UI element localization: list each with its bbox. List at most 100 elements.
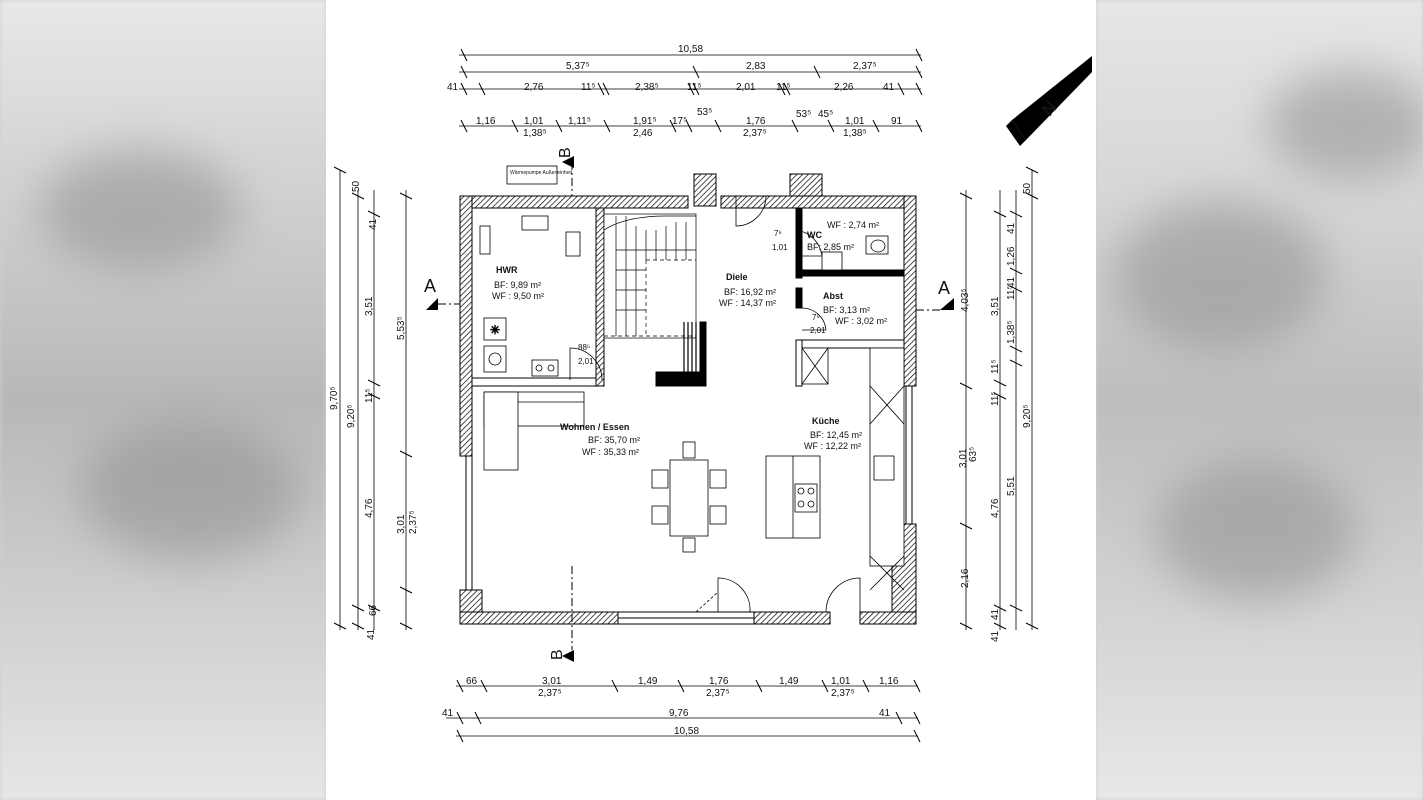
dim-top-r4b-3: 1,38⁵	[843, 128, 867, 139]
dim-right-b-3: 41	[990, 608, 1001, 620]
room-wc-name: WC	[807, 230, 822, 240]
dim-top-r2-2: 2,37⁵	[853, 61, 877, 72]
dim-bottom-r1a-4: 1,49	[779, 676, 799, 687]
dim-top-r4b-2: 2,37⁵	[743, 128, 767, 139]
right-dimensions	[959, 166, 1039, 630]
abst-door-w: 7⁵	[812, 313, 820, 322]
dim-right-b-1: 11⁵	[990, 391, 1001, 406]
dim-top-r2-1: 2,83	[746, 61, 766, 72]
dim-left-a-3: 41	[366, 628, 377, 640]
room-wc-wf: WF : 2,74 m²	[827, 220, 879, 230]
room-wohnen-bf: BF: 35,70 m²	[588, 435, 640, 445]
room-diele-bf: BF: 16,92 m²	[724, 287, 776, 297]
dim-right-c-5: 11⁵	[990, 359, 1001, 374]
dim-bottom-r1a-1: 3,01	[542, 676, 562, 687]
room-kueche: Küche BF: 12,45 m² WF : 12,22 m²	[804, 416, 862, 451]
dim-right-b-0: 3,51	[990, 296, 1001, 316]
section-a-left: A	[424, 276, 436, 296]
dim-top-r3-3: 2,38⁵	[635, 82, 659, 93]
bottom-dimension-labels: 66 3,01 1,49 1,76 1,49 1,01 1,16 2,37⁵ 2…	[442, 676, 899, 737]
dim-top-r4b-1: 2,46	[633, 128, 653, 139]
bottom-dimensions	[446, 679, 921, 743]
dim-top-r4b-0: 1,38⁵	[523, 128, 547, 139]
room-kueche-wf: WF : 12,22 m²	[804, 441, 861, 451]
dim-left-a-0: 50	[351, 180, 362, 192]
background-left	[0, 0, 326, 800]
dim-left-b-0: 9,70⁵	[329, 386, 340, 410]
dim-bottom-r1a-6: 1,16	[879, 676, 899, 687]
room-kueche-bf: BF: 12,45 m²	[810, 430, 862, 440]
heat-pump-label: Wärmepumpe Außeneinheit	[510, 170, 573, 176]
wc-fixtures	[821, 235, 889, 271]
floor-plan-sheet: 10,58 5,37⁵ 2,83 2,37⁵ 41 2,76 11⁵ 2,38⁵…	[326, 0, 1096, 800]
section-b-bottom: B	[549, 649, 566, 660]
top-dimensions	[459, 48, 923, 133]
dim-right-d-0: 50	[1022, 182, 1033, 194]
heat-pump-unit: Wärmepumpe Außeneinheit	[506, 165, 573, 185]
dim-top-r3-0: 41	[447, 82, 459, 93]
right-dimension-labels: 4,03⁵ 3,01 63⁵ 2,16 3,51 11⁵ 4,76 41 41 …	[958, 182, 1033, 642]
room-diele-wf: WF : 14,37 m²	[719, 298, 776, 308]
dim-bottom-total: 10,58	[674, 726, 699, 737]
hwr-appliances: ✳	[479, 215, 581, 377]
dim-bottom-r2-0: 41	[442, 708, 454, 719]
top-dimension-labels: 10,58 5,37⁵ 2,83 2,37⁵ 41 2,76 11⁵ 2,38⁵…	[447, 44, 903, 139]
dim-left-c-0: 3,51	[364, 296, 375, 316]
hwr-door-h: 2,01	[578, 357, 594, 366]
room-hwr-name: HWR	[496, 265, 518, 275]
dim-top-r4c-1: 53⁵	[796, 109, 811, 120]
dining-table	[651, 441, 727, 553]
fan-icon: ✳	[490, 323, 500, 337]
dim-top-r2-0: 5,37⁵	[566, 61, 590, 72]
dim-top-r4a-0: 1,16	[476, 116, 496, 127]
section-marks: B B A A	[424, 147, 954, 662]
dim-top-total: 10,58	[678, 44, 703, 55]
dim-bottom-r1b-0: 2,37⁵	[538, 688, 562, 699]
dim-top-r4a-4: 17⁵	[672, 116, 687, 127]
dim-right-c-0: 41	[1006, 222, 1017, 234]
dim-top-r4a-3: 1,91⁵	[633, 116, 657, 127]
room-wohnen-name: Wohnen / Essen	[560, 422, 629, 432]
entry-door-w: 7⁶	[774, 229, 782, 238]
room-abst: Abst BF: 3,13 m² WF : 3,02 m²	[823, 291, 887, 326]
dim-right-c-3: 1,38⁵	[1006, 320, 1017, 344]
dim-bottom-r2-1: 9,76	[669, 708, 689, 719]
dim-top-r4a-2: 1,11⁵	[568, 116, 591, 127]
room-diele-name: Diele	[726, 272, 748, 282]
left-dimension-labels: 50 41 66 41 9,70⁵ 9,20⁵ 3,51 11⁵ 4,76 5,…	[329, 180, 419, 640]
north-arrow: N	[1006, 56, 1092, 146]
dim-right-c-4: 11⁵	[1006, 285, 1017, 300]
opening-dims: 88⁵ 2,01 7⁶ 1,01 7⁵ 2,01	[578, 229, 826, 366]
dim-top-r3-1: 2,76	[524, 82, 544, 93]
dim-bottom-r1a-5: 1,01	[831, 676, 851, 687]
dim-right-d-1: 9,20⁵	[1022, 404, 1033, 428]
left-dimensions	[333, 166, 413, 630]
dim-left-d-0: 5,53⁵	[396, 316, 407, 340]
room-wohnen: Wohnen / Essen BF: 35,70 m² WF : 35,33 m…	[560, 422, 640, 457]
room-hwr-wf: WF : 9,50 m²	[492, 291, 544, 301]
dim-right-a-1: 3,01	[958, 448, 969, 468]
dim-top-r3-8: 41	[883, 82, 895, 93]
dim-top-r3-6: 11⁵	[776, 82, 791, 93]
dim-bottom-r1a-0: 66	[466, 676, 478, 687]
dim-top-r3-5: 2,01	[736, 82, 756, 93]
dim-bottom-r1a-2: 1,49	[638, 676, 658, 687]
dim-top-r4c-0: 53⁵	[697, 107, 712, 118]
entry-door-h: 1,01	[772, 243, 788, 252]
room-wc: WF : 2,74 m² WC BF: 2,85 m²	[807, 220, 879, 252]
room-abst-bf: BF: 3,13 m²	[823, 305, 870, 315]
dim-left-c-2: 4,76	[364, 498, 375, 518]
staircase	[603, 213, 697, 339]
room-kueche-name: Küche	[812, 416, 840, 426]
dim-left-d-1: 3,01	[396, 514, 407, 534]
dim-right-a-0: 4,03⁵	[960, 288, 971, 312]
dim-bottom-r1a-3: 1,76	[709, 676, 729, 687]
dim-top-r3-4: 11⁵	[687, 82, 702, 93]
dim-left-a-1: 41	[368, 218, 379, 230]
hwr-door-w: 88⁵	[578, 343, 590, 352]
dim-right-c-2: 41	[1006, 276, 1017, 288]
section-lines	[438, 162, 940, 650]
dim-top-r4c-2: 45⁵	[818, 109, 833, 120]
room-abst-wf: WF : 3,02 m²	[835, 316, 887, 326]
dim-left-c-1: 11⁵	[364, 388, 375, 403]
